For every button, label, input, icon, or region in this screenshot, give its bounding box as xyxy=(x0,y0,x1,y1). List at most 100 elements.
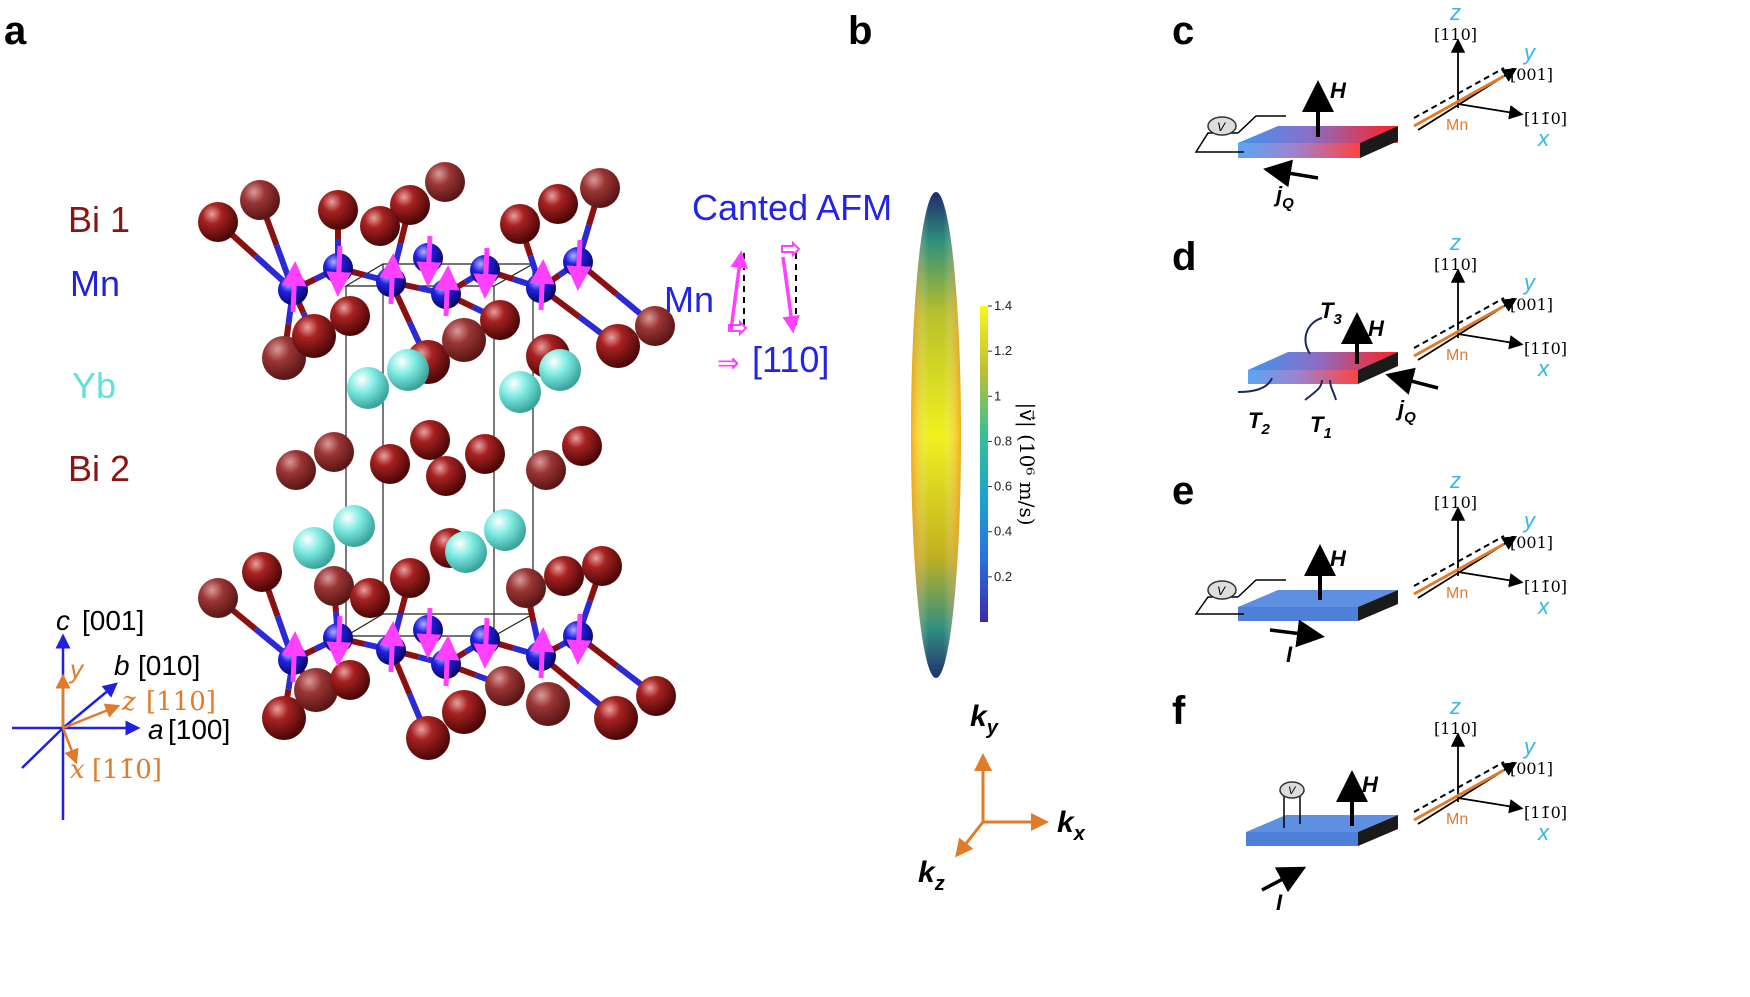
axis-y-label: y xyxy=(1522,40,1537,65)
d-t1: T1 xyxy=(1310,412,1332,442)
x-axis-line xyxy=(1457,797,1524,814)
svg-text:V: V xyxy=(1217,584,1226,598)
mn-spin-arrow xyxy=(529,627,555,679)
axis-x-label: x xyxy=(1537,820,1550,845)
x-axis-line xyxy=(1457,571,1524,588)
d-current: jQ xyxy=(1395,396,1416,426)
device-panels: c d e f H jQ V H jQ xyxy=(1172,0,1567,915)
x-axis-line xyxy=(1457,333,1524,350)
axis-x-label: x xyxy=(1537,594,1550,619)
yb-atom xyxy=(347,367,389,409)
bi-atom xyxy=(276,450,316,490)
bi-atom xyxy=(485,666,525,706)
mn-spin-arrow xyxy=(326,615,352,667)
panel-d-label: d xyxy=(1172,235,1196,279)
crystal-structure xyxy=(198,162,676,760)
mn-spin-arrow xyxy=(434,265,460,317)
axis-mn-label: Mn xyxy=(1446,347,1468,364)
e-field: H xyxy=(1330,546,1347,571)
mn-spin-line xyxy=(1413,304,1505,358)
axis-z-label: z xyxy=(1449,230,1461,255)
axis-mn-label: Mn xyxy=(1446,117,1468,134)
axis-y-dir: [001] xyxy=(1510,65,1553,84)
bi-atom xyxy=(635,306,675,346)
bi-atom xyxy=(526,682,570,726)
axis-x-dir: [11̄0] xyxy=(92,755,162,785)
mn-spin-line xyxy=(1413,74,1505,128)
f-current: I xyxy=(1276,890,1283,915)
axis-z-dir: [110] xyxy=(1434,719,1477,738)
mn-spin-arrow xyxy=(416,235,442,287)
panel-a-label: a xyxy=(4,9,27,53)
colorbar-tick-label: 1.2 xyxy=(994,343,1012,358)
colorbar-tick-label: 1 xyxy=(994,388,1001,403)
k-axes: ky kx kz xyxy=(918,700,1086,895)
mn-spin-arrow xyxy=(281,631,307,683)
voltmeter-e xyxy=(1207,580,1237,600)
canted-mn-label: Mn xyxy=(664,279,714,320)
bi-atom xyxy=(594,696,638,740)
bi-atom xyxy=(350,578,390,618)
mn-spin-arrow xyxy=(326,245,352,297)
mn-spin-arrow xyxy=(281,261,307,313)
legend-yb: Yb xyxy=(72,365,116,406)
bi-atom xyxy=(410,420,450,460)
panel-b-label: b xyxy=(848,9,872,53)
colorbar-tick-label: 0.8 xyxy=(994,433,1012,448)
dashed-line xyxy=(1413,297,1505,349)
k-x-label: kx xyxy=(1057,806,1086,845)
axis-z-label: z xyxy=(1449,468,1461,493)
axis-z-dir: [110] xyxy=(146,687,216,717)
dashed-line xyxy=(1413,761,1505,813)
mn-spin-arrow xyxy=(416,607,442,659)
axis-y-dir: [001] xyxy=(1510,533,1553,552)
svg-text:V: V xyxy=(1217,120,1226,134)
bi-atom xyxy=(314,566,354,606)
canted-afm-title: Canted AFM xyxy=(692,187,892,228)
yb-atom xyxy=(387,349,429,391)
bi-atom xyxy=(506,568,546,608)
spin-dir-text: [110] xyxy=(752,339,829,380)
bi-atom xyxy=(198,202,238,242)
bi-atom xyxy=(242,552,282,592)
k-y-label: ky xyxy=(970,700,999,739)
yb-atom xyxy=(333,505,375,547)
device-c: H jQ V xyxy=(1194,78,1398,212)
legend-bi1: Bi 1 xyxy=(68,199,130,240)
bi-atom xyxy=(292,314,336,358)
d-t2: T2 xyxy=(1248,408,1270,438)
d-field: H xyxy=(1368,316,1385,341)
axis-y-label: y xyxy=(1522,270,1537,295)
voltmeter-c xyxy=(1207,116,1237,136)
axis-z-dir: [110] xyxy=(1434,25,1477,44)
colorbar xyxy=(980,306,988,622)
bi-atom xyxy=(314,432,354,472)
axis-z-label: z xyxy=(1449,694,1461,719)
panel-b: b 1.41.210.80.60.40.2 |v⃗| (10⁶ m/s) ky … xyxy=(848,9,1086,895)
mn-spin-arrow xyxy=(529,259,555,311)
bi-atom xyxy=(636,676,676,716)
axis-y-dir: [001] xyxy=(1510,295,1553,314)
panel-e-label: e xyxy=(1172,469,1194,513)
device-f: H I V xyxy=(1246,770,1398,915)
mn-spin-arrow xyxy=(473,617,499,669)
axis-x-label: x xyxy=(1537,356,1550,381)
axis-z-label: z xyxy=(1449,0,1461,25)
lattice-axes: c [001] b [010] a [100] y z [110] x [11̄… xyxy=(12,605,230,820)
bi-atom xyxy=(294,668,338,712)
axis-z-dir: [110] xyxy=(1434,493,1477,512)
d-t3: T3 xyxy=(1320,298,1342,328)
axis-mn-label: Mn xyxy=(1446,585,1468,602)
mn-spin-arrow xyxy=(566,239,592,291)
f-field: H xyxy=(1362,772,1379,797)
crystal-axes-diagram: z[110]y[001][11̄0]xMn xyxy=(1413,230,1567,381)
e-current: I xyxy=(1286,642,1293,667)
mn-spin-arrow xyxy=(566,613,592,665)
axis-x: x xyxy=(70,755,85,785)
canted-afm-inset: Canted AFM Mn ⇒ [110] xyxy=(664,187,892,380)
bi-atom xyxy=(262,696,306,740)
yb-atom xyxy=(293,527,335,569)
bi-atom xyxy=(480,300,520,340)
bi-atom xyxy=(500,204,540,244)
colorbar-label: |v⃗| (10⁶ m/s) xyxy=(1014,402,1039,525)
